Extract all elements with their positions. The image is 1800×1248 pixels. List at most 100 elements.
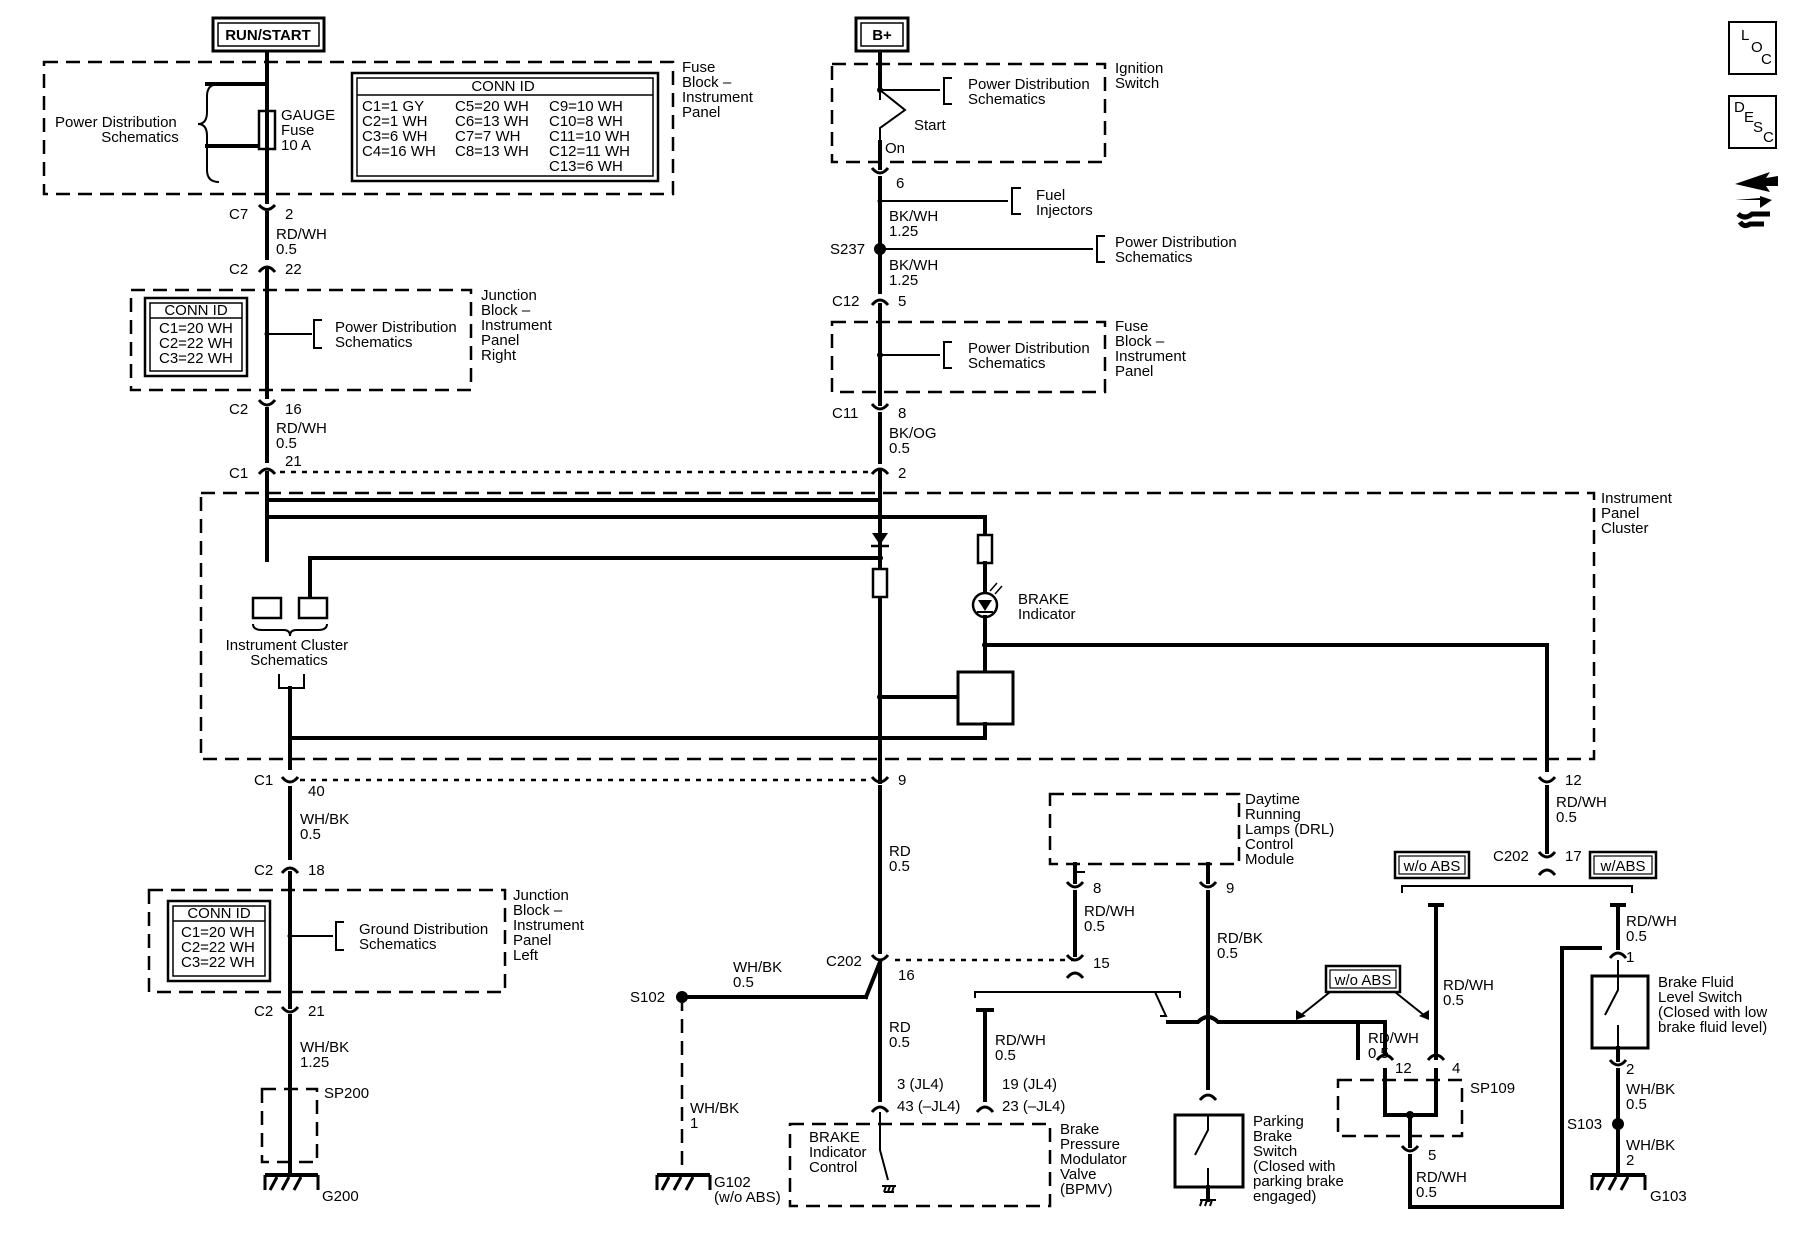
- svg-text:C202: C202: [1493, 848, 1529, 865]
- instrument-cluster-schematics[interactable]: Instrument Cluster Schematics: [226, 637, 353, 669]
- svg-text:18: 18: [308, 862, 325, 879]
- desc-icon[interactable]: D E S C: [1728, 95, 1777, 149]
- sp109-wire: RD/WH 0.5: [1416, 1169, 1471, 1201]
- connector-bfl-1: [1608, 951, 1628, 959]
- bpmv-wire: RD/WH 0.5: [995, 1032, 1050, 1064]
- fuse-block-pd-schematics[interactable]: Power Distribution Schematics: [55, 114, 181, 146]
- s103-splice: [1612, 1118, 1624, 1130]
- wire-rd-1: RD 0.5: [889, 843, 915, 875]
- g200-ground-icon: [263, 1173, 320, 1191]
- cluster-resistor-2: [976, 533, 994, 565]
- connector-c1-2: [870, 467, 890, 475]
- svg-text:B+: B+: [872, 27, 892, 44]
- cluster-resistor-1: [871, 567, 889, 599]
- brake-fluid-level-label: Brake Fluid Level Switch (Closed with lo…: [1658, 974, 1771, 1036]
- bpmv-pins-b: 19 (JL4) 23 (–JL4): [1002, 1076, 1065, 1115]
- svg-text:1: 1: [1626, 949, 1634, 966]
- svg-text:C1=20 WH C2=22 WH: C1=20 WH C2=22 WH C3=22 WH: [159, 320, 237, 367]
- connector-c2-18: [280, 866, 300, 874]
- wire-whbk-g102: WH/BK 1: [690, 1100, 743, 1132]
- svg-text:G200: G200: [322, 1188, 359, 1205]
- svg-text:9: 9: [898, 772, 906, 789]
- svg-text:RUN/START: RUN/START: [225, 27, 311, 44]
- back-arrow-icon[interactable]: [1735, 172, 1778, 229]
- fuse-block-ip-box: [42, 60, 675, 196]
- bfl-wire-2: WH/BK 0.5: [1626, 1081, 1679, 1113]
- svg-text:SP200: SP200: [324, 1085, 369, 1102]
- drl-wire-1: RD/WH 0.5: [1084, 903, 1139, 935]
- svg-text:C1: C1: [254, 772, 273, 789]
- fuse-block-center-pd[interactable]: Power Distribution Schematics: [968, 340, 1094, 372]
- jb-right-pd-schematics[interactable]: Power Distribution Schematics: [335, 319, 461, 351]
- connector-bpmv-a: [870, 1105, 890, 1113]
- svg-text:CONN ID: CONN ID: [164, 302, 228, 319]
- bpmv-label: Brake Pressure Modulator Valve (BPMV): [1060, 1121, 1131, 1198]
- svg-text:w/ABS: w/ABS: [1599, 858, 1645, 875]
- svg-text:w/o ABS: w/o ABS: [1403, 858, 1461, 875]
- svg-text:C: C: [1761, 51, 1772, 68]
- loc-icon[interactable]: L O C: [1728, 21, 1777, 75]
- parking-brake-label: Parking Brake Switch (Closed with parkin…: [1253, 1113, 1348, 1205]
- svg-text:C2: C2: [254, 1003, 273, 1020]
- svg-text:C2: C2: [229, 401, 248, 418]
- rdwh-b-label: RD/WH 0.5: [1443, 977, 1498, 1009]
- connector-parking-brake: [1198, 1093, 1218, 1101]
- connector-c2-22: [257, 265, 277, 273]
- svg-text:C1: C1: [229, 465, 248, 482]
- instrument-panel-cluster-label: Instrument Panel Cluster: [1601, 490, 1676, 537]
- svg-text:9: 9: [1226, 880, 1234, 897]
- brake-fluid-level-switch-box: [1590, 974, 1650, 1050]
- jb-left-gd-schematics[interactable]: Ground Distribution Schematics: [359, 921, 492, 953]
- svg-text:C7: C7: [229, 206, 248, 223]
- connector-c2-21: [280, 1006, 300, 1014]
- ignition-pd-schematics[interactable]: Power Distribution Schematics: [968, 76, 1094, 108]
- svg-text:C11: C11: [832, 405, 858, 422]
- drl-wire-2: RD/BK 0.5: [1217, 930, 1267, 962]
- wire-bkwh-1: BK/WH 1.25: [889, 208, 942, 240]
- jb-left-conn-id-table: CONN ID C1=20 WH C2=22 WH C3=22 WH: [166, 899, 272, 983]
- svg-text:On: On: [885, 140, 905, 157]
- connector-pin15: [1065, 954, 1085, 962]
- svg-text:S102: S102: [630, 989, 665, 1006]
- svg-text:L: L: [1741, 27, 1749, 44]
- connector-drl-8: [1065, 881, 1085, 889]
- svg-text:2: 2: [898, 465, 906, 482]
- svg-text:12: 12: [1395, 1060, 1412, 1077]
- connector-c202-17: [1537, 851, 1557, 859]
- drl-module-label: Daytime Running Lamps (DRL) Control Modu…: [1245, 791, 1338, 868]
- svg-text:Start: Start: [914, 117, 947, 134]
- svg-text:C202: C202: [826, 953, 862, 970]
- bpmv-pins-a: 3 (JL4) 43 (–JL4): [897, 1076, 960, 1115]
- gauge-fuse-label: GAUGE Fuse 10 A: [281, 107, 339, 154]
- fuel-injectors[interactable]: Fuel Injectors: [1036, 187, 1093, 219]
- wire-bkwh-2: BK/WH 1.25: [889, 257, 942, 289]
- fuse-block-conn-id-table: CONN ID C1=1 GY C2=1 WH C3=6 WH C4=16 WH…: [350, 71, 660, 183]
- ignition-switch-box: [830, 62, 1107, 164]
- cluster-module-box: [956, 670, 1015, 726]
- wire-whbk-1: WH/BK 0.5: [300, 811, 353, 843]
- svg-text:S237: S237: [830, 241, 865, 258]
- svg-text:C1=20 WH C2=22 WH: C1=20 WH C2=22 WH C3=22 WH: [181, 924, 259, 971]
- ipc-wire: RD/WH 0.5: [1556, 794, 1611, 826]
- wo-abs-label-center: w/o ABS: [1324, 964, 1402, 994]
- g102-label: G102 (w/o ABS): [714, 1174, 781, 1206]
- connector-c7: [257, 203, 277, 211]
- svg-text:C2: C2: [229, 261, 248, 278]
- svg-text:O: O: [1751, 39, 1763, 56]
- connector-sp109-5: [1400, 1145, 1420, 1153]
- g103-ground-icon: [1590, 1173, 1647, 1191]
- svg-text:22: 22: [285, 261, 302, 278]
- svg-text:S: S: [1753, 119, 1763, 136]
- svg-text:C5=20 WH C6=13 WH: C5=20 WH C6=13 WH C7=7 WH C8=13 WH: [455, 98, 533, 160]
- s237-pd-schematics[interactable]: Power Distribution Schematics: [1115, 234, 1241, 266]
- ignition-switch-contact: [879, 89, 907, 142]
- connector-c202-16: [870, 954, 890, 962]
- connector-bpmv-b: [975, 1105, 995, 1113]
- svg-text:16: 16: [285, 401, 302, 418]
- fuse-block-ip-label: Fuse Block – Instrument Panel: [682, 59, 757, 121]
- svg-text:CONN ID: CONN ID: [187, 905, 251, 922]
- svg-text:21: 21: [308, 1003, 325, 1020]
- cluster-diode: [871, 533, 889, 548]
- connector-ipc-12: [1537, 776, 1557, 784]
- bpmv-box: [788, 1122, 1052, 1208]
